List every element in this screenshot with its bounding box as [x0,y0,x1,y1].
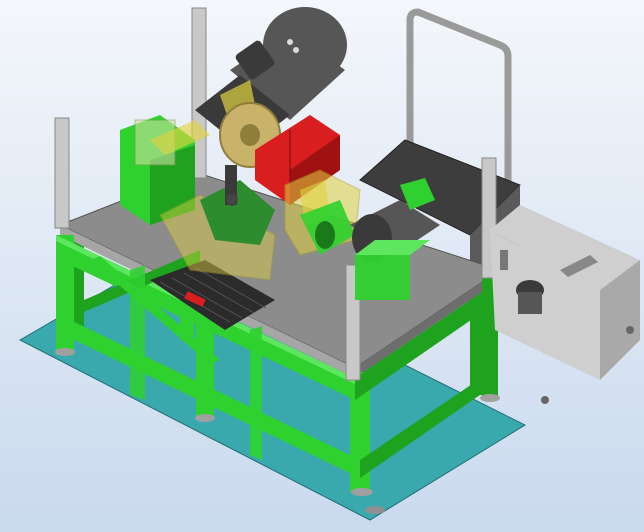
coolant-tank[interactable] [490,205,640,404]
trolley-handle[interactable] [406,8,512,204]
center-mechanism [200,165,355,255]
secondary-motor[interactable] [350,178,440,300]
green-frame-front[interactable] [56,235,500,492]
leveling-feet [55,348,500,514]
chip-tray[interactable] [150,260,275,330]
clamp-assembly[interactable] [120,115,210,225]
drive-motor[interactable] [195,7,347,150]
